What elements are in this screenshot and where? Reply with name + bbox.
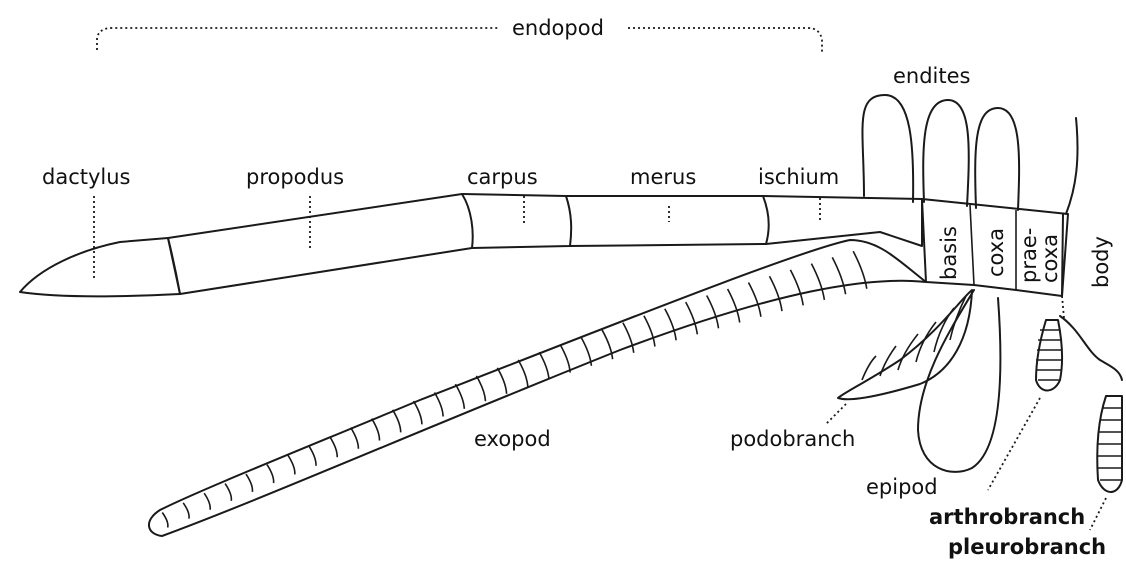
arthrobranch-leader xyxy=(988,398,1040,490)
exopod-ring xyxy=(351,428,359,449)
label-ischium: ischium xyxy=(758,165,839,189)
exopod-ring xyxy=(435,393,444,417)
label-arthrobranch: arthrobranch xyxy=(929,505,1085,529)
arthrobranch-ridges xyxy=(1036,330,1062,380)
epipod-outline xyxy=(918,290,1000,472)
label-merus: merus xyxy=(630,165,696,189)
dactylus-segment xyxy=(20,238,180,296)
exopod-ring xyxy=(770,276,783,311)
label-podobranch: podobranch xyxy=(730,427,855,451)
podobranch-gill xyxy=(838,290,972,399)
exopod-outline xyxy=(149,240,926,536)
exopod-ring xyxy=(330,437,337,458)
exopod-ring xyxy=(204,493,210,510)
pleurobranch-leader xyxy=(1090,498,1106,530)
label-pleurobranch: pleurobranch xyxy=(948,535,1106,559)
exopod-ring xyxy=(518,360,528,387)
exopod-ring xyxy=(267,465,274,484)
exopod-ring xyxy=(790,270,803,306)
label-endopod: endopod xyxy=(512,16,604,40)
podobranch-ridges xyxy=(862,296,966,380)
exopod-ring xyxy=(162,513,168,528)
merus-segment xyxy=(566,196,769,246)
exopod-ring xyxy=(539,352,549,379)
exopod-ring xyxy=(832,257,845,294)
exopod-ring xyxy=(644,316,655,347)
carpus-segment xyxy=(462,194,571,248)
label-coxa: coxa xyxy=(984,228,1008,277)
label-body: body xyxy=(1089,236,1113,288)
endopod-bracket xyxy=(97,28,822,52)
exopod-ring xyxy=(393,410,401,433)
exopod-ring xyxy=(288,455,295,474)
label-endites: endites xyxy=(893,64,971,88)
endite-lobe-1 xyxy=(862,95,913,202)
praecoxa-boundary xyxy=(1062,296,1064,318)
exopod-ring xyxy=(560,345,570,373)
exopod-ring xyxy=(414,401,422,424)
exopod-ring xyxy=(728,289,740,323)
endite-lobe-3 xyxy=(975,108,1019,210)
label-exopod: exopod xyxy=(474,427,551,451)
exopod-ring xyxy=(225,484,231,501)
exopod-ring xyxy=(749,283,761,317)
label-propodus: propodus xyxy=(246,165,344,189)
exopod-ring xyxy=(476,376,485,401)
label-basis: basis xyxy=(937,226,961,280)
exopod-ring xyxy=(686,302,698,334)
label-epipod: epipod xyxy=(866,475,938,499)
arthrobranch-stalk xyxy=(1060,316,1122,380)
endite-lobe-2 xyxy=(923,100,969,206)
exopod-ring xyxy=(497,368,506,394)
basis-coxa-joint xyxy=(970,205,974,285)
propodus-segment xyxy=(168,194,473,294)
exopod-ring xyxy=(309,446,316,466)
exopod-ring xyxy=(372,419,380,441)
exopod-annulations xyxy=(162,251,867,527)
label-carpus: carpus xyxy=(467,165,538,189)
exopod-ring xyxy=(811,264,824,300)
exopod-ring xyxy=(246,474,252,492)
podobranch-leader xyxy=(826,404,846,424)
exopod-ring xyxy=(707,296,719,329)
ischium-segment xyxy=(763,196,922,246)
label-praecoxa-line2: coxa xyxy=(1038,234,1062,283)
exopod-ring xyxy=(183,503,189,519)
exopod-ring xyxy=(455,384,464,409)
pleurobranch-ridges xyxy=(1098,408,1122,480)
exopod-ring xyxy=(665,309,676,341)
label-dactylus: dactylus xyxy=(42,165,131,189)
